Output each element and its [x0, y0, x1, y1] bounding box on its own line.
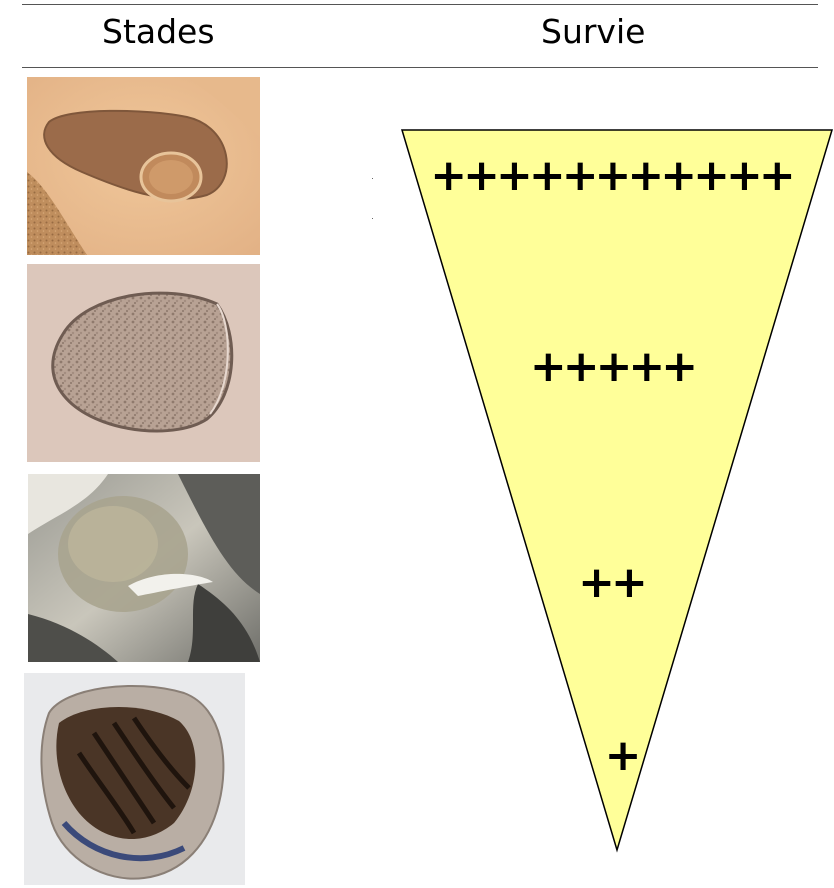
stray-mark	[372, 178, 373, 179]
survival-level-2: +++++	[530, 341, 694, 392]
survival-level-4: +	[605, 730, 638, 781]
survival-level-3: ++	[578, 557, 644, 608]
stray-mark	[372, 218, 373, 219]
survival-level-1: +++++++++++	[430, 150, 792, 201]
